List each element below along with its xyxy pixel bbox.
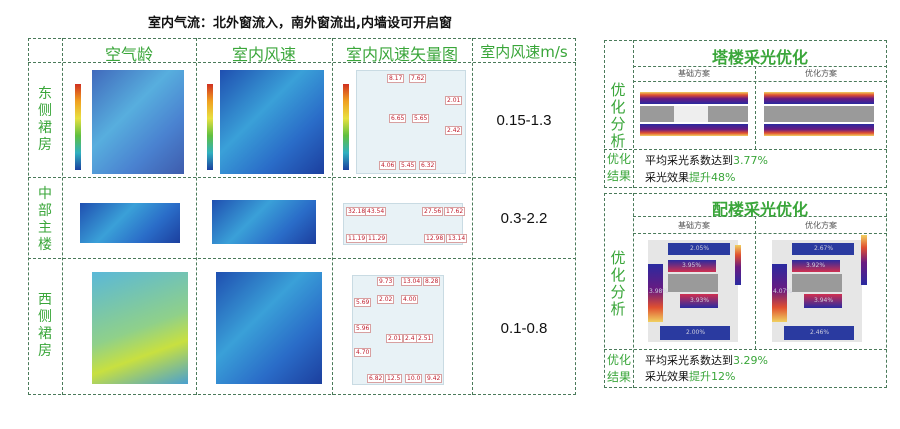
value-east: 0.15-1.3	[496, 112, 552, 129]
podium-result-line1: 平均采光系数达到3.29%	[645, 354, 768, 367]
header-air-age: 空气龄	[104, 45, 153, 64]
air-age-plot-west	[92, 272, 188, 384]
value-center: 0.3-2.2	[500, 210, 548, 227]
podium-title: 配楼采光优化	[711, 200, 808, 219]
row-label-center: 中部主楼	[38, 186, 52, 253]
air-age-plot-center	[80, 203, 180, 243]
color-scale	[735, 245, 741, 285]
airflow-table	[28, 38, 576, 395]
tower-result-line1: 平均采光系数达到3.77%	[645, 154, 768, 167]
tower-base-label: 基础方案	[678, 69, 710, 78]
header-wind-value: 室内风速m/s	[480, 43, 568, 61]
tower-panel	[604, 40, 887, 188]
page-title: 室内气流：北外窗流入，南外窗流出,内墙设可开启窗	[148, 16, 452, 31]
tower-title: 塔楼采光优化	[711, 48, 808, 67]
row-label-east: 东侧裙房	[38, 86, 52, 153]
header-wind-vector: 室内风速矢量图	[345, 45, 458, 64]
podium-opt-plot: 2.67% 3.92% 4.07% 3.94% 2.46%	[772, 240, 862, 342]
podium-base-label: 基础方案	[678, 221, 710, 230]
air-age-plot-east	[92, 70, 184, 174]
podium-result-line2: 采光效果提升12%	[645, 370, 736, 383]
row-label-west: 西侧裙房	[38, 292, 52, 359]
wind-vector-plot-east: 8.17 7.62 2.01 6.65 5.65 2.42 4.06 5.45 …	[356, 70, 466, 174]
wind-speed-plot-east	[220, 70, 324, 174]
header-wind-speed: 室内风速	[231, 45, 296, 64]
color-scale	[861, 235, 867, 285]
tower-result-label: 优化结果	[606, 152, 631, 183]
value-west: 0.1-0.8	[500, 320, 548, 337]
podium-panel	[604, 193, 887, 388]
color-scale	[75, 84, 81, 170]
wind-speed-plot-center	[212, 200, 316, 244]
wind-vector-plot-center: 32.18 43.54 27.56 17.62 11.19 11.29 12.9…	[343, 203, 468, 245]
tower-opt-label: 优化方案	[805, 69, 837, 78]
tower-opt-plot	[764, 92, 874, 136]
podium-opt-label: 优化方案	[805, 221, 837, 230]
podium-result-label: 优化结果	[606, 353, 631, 384]
wind-vector-plot-west: 9.73 13.04 8.28 5.69 2.02 4.00 5.96 2.01…	[352, 275, 444, 385]
tower-base-plot	[640, 92, 748, 136]
wind-speed-plot-west	[216, 272, 322, 384]
tower-result-line2: 采光效果提升48%	[645, 171, 736, 184]
tower-analysis-label: 优化分析	[610, 81, 626, 150]
color-scale	[207, 84, 213, 170]
podium-analysis-label: 优化分析	[610, 249, 626, 318]
podium-base-plot: 2.05% 3.95% 3.98% 3.93% 2.00%	[648, 240, 738, 342]
color-scale	[343, 84, 349, 170]
